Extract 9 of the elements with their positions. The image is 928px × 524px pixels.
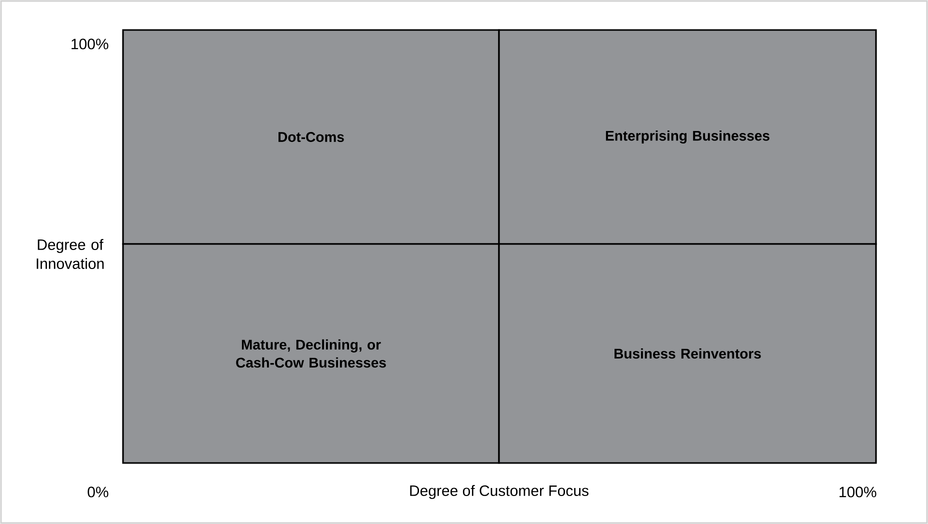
axis-label: 100% (840, 486, 876, 498)
quadrant-box: Enterprising Businesses (498, 29, 877, 245)
quadrant-box: Dot-Coms (122, 29, 500, 245)
axis-label: Degree of Innovation (36, 239, 104, 269)
quadrant-box: Mature, Declining, or Cash-Cow Businesses (122, 243, 500, 464)
axis-label: Degree of Customer Focus (410, 485, 588, 499)
axis-label: 0% (88, 486, 108, 498)
axis-label: 100% (72, 38, 108, 50)
quadrant-box: Business Reinventors (498, 243, 877, 464)
